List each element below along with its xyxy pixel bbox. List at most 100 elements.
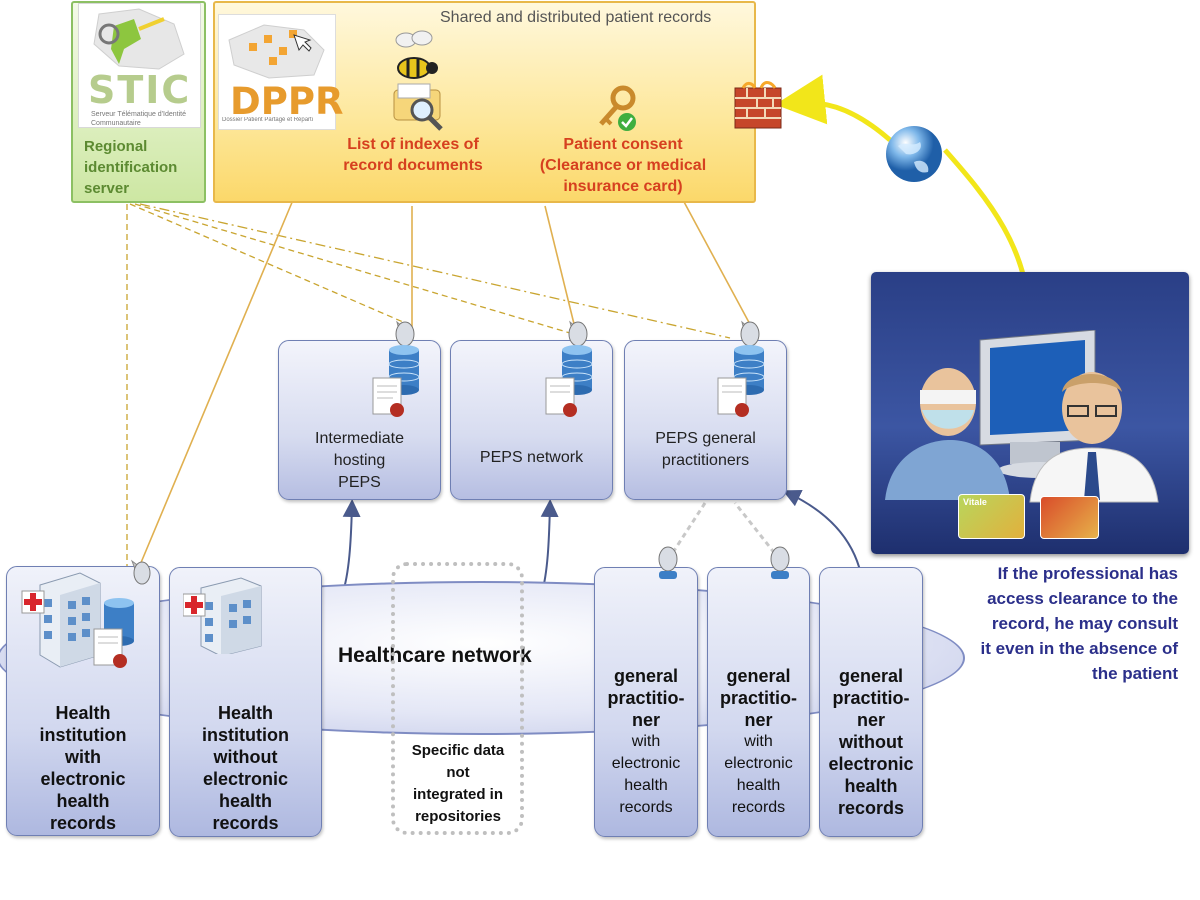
access-note-line: it even in the absence of <box>980 639 1178 658</box>
gp-label-with-ehr-2: general practitio- ner with electronic h… <box>707 665 810 819</box>
hospital-icon <box>183 577 262 654</box>
specific-data-line: not <box>446 764 470 781</box>
specific-data-line: Specific data <box>411 742 505 759</box>
specific-data-line: repositories <box>415 808 501 825</box>
gp-line: ner <box>631 710 660 730</box>
institution-line: Health <box>217 703 273 723</box>
nurse-icon <box>885 368 1010 500</box>
professional-card-icon <box>1040 496 1099 539</box>
institution-label-without-ehr: Health institution without electronic he… <box>169 702 322 834</box>
gp-line: electronic <box>724 755 793 772</box>
gp-line: with <box>744 733 773 750</box>
stic-label-line: server <box>84 180 130 197</box>
stic-map-icon <box>93 8 185 70</box>
gp-box-with-ehr-1[interactable] <box>594 567 698 837</box>
specific-data-line: integrated in <box>412 786 503 803</box>
gp-line: practitio- <box>719 688 797 708</box>
index-list-label: List of indexes of record documents <box>323 134 503 176</box>
gp-line: general <box>838 666 904 686</box>
gp-line: health <box>624 777 668 794</box>
peps-label-intermediate: Intermediate hosting PEPS <box>278 428 441 494</box>
server-db-icon <box>717 320 765 417</box>
vitale-card-icon <box>958 494 1025 539</box>
stic-label-line: Regional <box>84 138 148 155</box>
stic-logo-word: STIC <box>88 68 192 112</box>
access-note-line: record, he may consult <box>991 614 1178 633</box>
gp-label-with-ehr-1: general practitio- ner with electronic h… <box>594 665 698 819</box>
gp-label-without-ehr: general practitio- ner without electroni… <box>819 665 923 819</box>
gp-line: health <box>844 776 898 796</box>
peps-label-line: hosting <box>333 452 386 469</box>
access-note-line: If the professional has <box>997 564 1178 583</box>
access-note-line: access clearance to the <box>987 589 1178 608</box>
peps-label-line: PEPS network <box>479 449 584 466</box>
satellite-dish-icon <box>658 546 678 579</box>
index-list-line: List of indexes of <box>347 136 479 153</box>
institution-line: with <box>65 747 101 767</box>
dppr-logo-caption: Dossier Patient Partagé et Réparti <box>222 117 314 123</box>
institution-line: records <box>49 813 117 833</box>
certificate-icon <box>372 377 404 417</box>
gp-line: records <box>837 798 905 818</box>
peps-label-line: PEPS general <box>655 430 756 447</box>
healthcare-network-label: Healthcare network <box>338 644 532 667</box>
peps-label-line: practitioners <box>661 452 750 469</box>
institution-line: electronic <box>40 769 126 789</box>
institution-line: health <box>56 791 110 811</box>
dppr-links <box>139 199 753 566</box>
physician-icon <box>1029 372 1159 503</box>
vitale-card-label: Vitale <box>963 497 987 507</box>
gp-line: practitio- <box>832 688 910 708</box>
institution-line: without <box>213 747 278 767</box>
gp-line: records <box>619 799 673 816</box>
institution-line: records <box>212 813 279 833</box>
search-folder-icon <box>393 30 443 131</box>
gp-line: ner <box>856 710 885 730</box>
specific-data-label: Specific data not integrated in reposito… <box>395 740 521 828</box>
institution-line: institution <box>202 725 289 745</box>
gp-line: with <box>631 733 661 750</box>
shared-records-title: Shared and distributed patient records <box>440 9 712 26</box>
consent-line: Patient consent <box>563 136 683 153</box>
stic-label: Regional identification server <box>84 136 202 199</box>
institution-label-with-ehr: Health institution with electronic healt… <box>6 702 160 834</box>
gp-line: practitio- <box>607 688 685 708</box>
peps-label-line: PEPS <box>338 474 381 491</box>
gp-line: without <box>839 732 903 752</box>
server-db-icon <box>372 320 420 417</box>
institution-line: electronic <box>202 769 289 789</box>
access-note: If the professional has access clearance… <box>942 561 1178 686</box>
peps-label-gp: PEPS general practitioners <box>624 428 787 472</box>
peps-label-line: Intermediate <box>315 430 404 447</box>
consent-line: insurance card) <box>563 178 683 195</box>
institution-line: health <box>218 791 272 811</box>
stic-logo <box>78 3 201 128</box>
index-list-line: record documents <box>343 157 483 174</box>
gp-dashed-links <box>666 502 782 561</box>
gp-line: general <box>613 666 679 686</box>
dppr-logo <box>218 14 336 130</box>
peps-label-network: PEPS network <box>450 447 613 469</box>
institution-line: Health <box>55 703 111 723</box>
specific-data-box <box>391 562 524 835</box>
gp-line: records <box>731 799 786 816</box>
gp-line: ner <box>744 710 773 730</box>
stic-dashed-links <box>126 203 571 570</box>
gp-box-without-ehr[interactable] <box>819 567 923 837</box>
key-check-icon <box>599 85 636 131</box>
gp-box-with-ehr-2[interactable] <box>707 567 810 837</box>
stic-label-line: identification <box>84 159 178 176</box>
access-note-line: the patient <box>1092 664 1178 683</box>
consent-line: (Clearance or medical <box>539 157 707 174</box>
firewall-icon <box>734 81 782 129</box>
gp-line: general <box>726 666 791 686</box>
satellite-dish-icon <box>770 546 790 579</box>
gp-line: electronic <box>828 754 914 774</box>
hospital-icon <box>21 559 151 668</box>
server-db-icon <box>545 320 593 417</box>
database-icon <box>388 345 420 395</box>
bee-icon <box>395 30 438 79</box>
gp-line: health <box>736 777 781 794</box>
patient-consent-label: Patient consent (Clearance or medical in… <box>523 134 723 197</box>
institution-line: institution <box>39 725 127 745</box>
